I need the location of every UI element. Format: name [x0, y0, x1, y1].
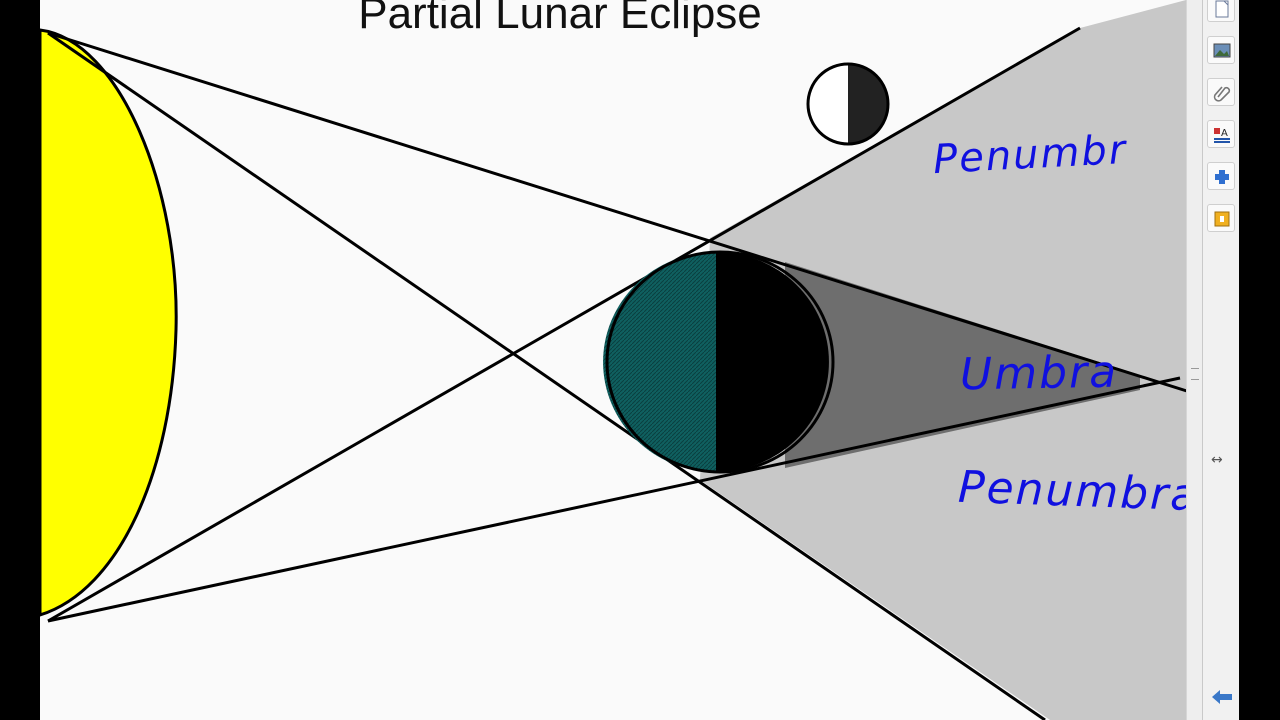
side-tab-panel: A ↔ [1202, 0, 1239, 720]
penumbra-label-bottom: Penumbra [957, 461, 1201, 522]
lesson-activity-tab[interactable] [1207, 204, 1235, 232]
lesson-activity-icon [1214, 211, 1230, 227]
page-title: Partial Lunar Eclipse [358, 0, 762, 38]
light-rays [47, 26, 1191, 720]
earth [603, 250, 835, 474]
addons-icon [1215, 170, 1229, 184]
properties-tab[interactable]: A [1207, 120, 1235, 148]
page-sorter-tab[interactable] [1207, 0, 1235, 22]
umbra-region [785, 262, 1140, 468]
eclipse-diagram [40, 0, 1191, 720]
gallery-icon [1213, 43, 1231, 58]
gallery-tab[interactable] [1207, 36, 1235, 64]
addons-tab[interactable] [1207, 162, 1235, 190]
attachments-tab[interactable] [1207, 78, 1235, 106]
resize-handle[interactable]: ↔ [1211, 452, 1223, 468]
scrollbar-grip[interactable] [1191, 368, 1199, 380]
moon-phase [806, 62, 890, 146]
svg-text:A: A [1221, 128, 1228, 139]
vertical-scrollbar[interactable] [1186, 0, 1203, 720]
collapse-arrow-icon[interactable] [1209, 684, 1235, 710]
properties-icon: A [1214, 128, 1230, 143]
whiteboard-canvas[interactable]: Partial Lunar Eclipse Penumbr Umbra Penu… [40, 0, 1202, 720]
umbra-label: Umbra [959, 346, 1119, 401]
page-sorter-icon [1215, 0, 1229, 18]
sun [40, 28, 178, 617]
letterbox-right [1239, 0, 1280, 720]
attachments-icon [1213, 86, 1231, 102]
